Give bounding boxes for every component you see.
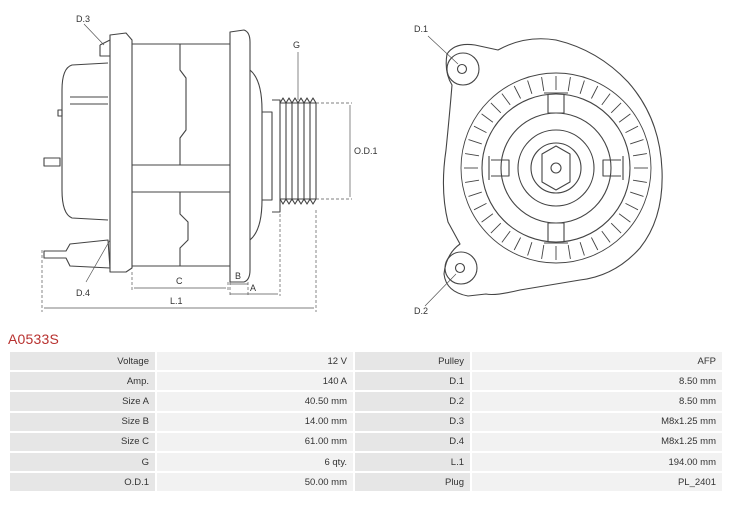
label-c: C — [176, 276, 183, 286]
vent-slot — [513, 237, 522, 251]
vent-slot — [473, 125, 487, 134]
spec-value: PL_2401 — [472, 473, 722, 492]
vent-slots — [464, 76, 648, 260]
vent-slot — [527, 80, 533, 94]
spec-label: O.D.1 — [10, 473, 155, 492]
vent-slot — [579, 242, 585, 256]
spec-value: M8x1.25 mm — [472, 412, 722, 431]
vent-slot — [527, 242, 533, 256]
leader-lines — [424, 35, 459, 307]
label-d3: D.3 — [76, 14, 90, 24]
vent-slot — [579, 80, 585, 94]
vent-slot — [473, 202, 487, 211]
vent-slot — [490, 222, 502, 234]
dimension-lines — [41, 23, 352, 312]
vent-slot — [630, 139, 644, 145]
spec-value: 6 qty. — [157, 452, 353, 472]
vent-slot — [468, 139, 482, 145]
vent-slot — [618, 213, 631, 223]
label-d2: D.2 — [414, 306, 428, 316]
spec-value: M8x1.25 mm — [472, 432, 722, 451]
vent-slot — [567, 77, 571, 92]
label-od1: O.D.1 — [354, 146, 378, 156]
spec-value: 194.00 mm — [472, 452, 722, 472]
vent-slot — [590, 237, 599, 251]
spec-label: Pulley — [355, 352, 470, 371]
label-d4: D.4 — [76, 288, 90, 298]
vent-slot — [601, 230, 611, 243]
spec-value: 50.00 mm — [157, 473, 353, 492]
spec-label: Plug — [355, 473, 470, 492]
vent-slot — [481, 213, 494, 223]
vent-slot — [630, 191, 644, 197]
alternator-side-view — [43, 29, 317, 283]
label-b: B — [235, 271, 241, 281]
label-d1: D.1 — [414, 24, 428, 34]
vent-slot — [590, 85, 599, 99]
vent-slot — [501, 93, 511, 106]
spec-label: L.1 — [355, 452, 470, 472]
spec-label: Amp. — [10, 372, 155, 391]
dimension-labels: D.3 G O.D.1 D.4 C B A L.1 D.1 D.2 — [76, 14, 428, 316]
vent-slot — [541, 77, 545, 92]
spec-label: Size B — [10, 412, 155, 431]
vent-slot — [610, 222, 622, 234]
vent-slot — [632, 153, 647, 157]
vent-slot — [468, 191, 482, 197]
spec-label: D.2 — [355, 392, 470, 411]
spec-value: 8.50 mm — [472, 372, 722, 391]
part-number-title: A0533S — [8, 331, 60, 347]
spec-value: AFP — [472, 352, 722, 371]
spec-value: 140 A — [157, 372, 353, 391]
vent-slot — [625, 202, 639, 211]
vent-slot — [513, 85, 522, 99]
technical-drawing: D.3 G O.D.1 D.4 C B A L.1 D.1 D.2 — [41, 14, 663, 316]
vent-slot — [501, 230, 511, 243]
label-g: G — [293, 40, 300, 50]
spec-label: D.4 — [355, 432, 470, 451]
alternator-front-view — [442, 38, 663, 297]
spec-label: D.3 — [355, 412, 470, 431]
spec-value: 12 V — [157, 352, 353, 371]
spec-value: 8.50 mm — [472, 392, 722, 411]
vent-slot — [632, 179, 647, 183]
spec-label: Voltage — [10, 352, 155, 371]
spec-value: 14.00 mm — [157, 412, 353, 431]
vent-slot — [541, 244, 545, 259]
spec-value: 40.50 mm — [157, 392, 353, 411]
spec-label: D.1 — [355, 372, 470, 391]
vent-slot — [481, 113, 494, 123]
label-l1: L.1 — [170, 296, 183, 306]
spec-value: 61.00 mm — [157, 432, 353, 451]
vent-slot — [465, 179, 480, 183]
spec-label: G — [10, 452, 155, 472]
spec-label: Size C — [10, 432, 155, 451]
vent-slot — [610, 102, 622, 114]
vent-slot — [465, 153, 480, 157]
label-a: A — [250, 283, 256, 293]
vent-slot — [567, 244, 571, 259]
vent-slot — [490, 102, 502, 114]
vent-slot — [625, 125, 639, 134]
vent-slot — [601, 93, 611, 106]
spec-label: Size A — [10, 392, 155, 411]
vent-slot — [618, 113, 631, 123]
